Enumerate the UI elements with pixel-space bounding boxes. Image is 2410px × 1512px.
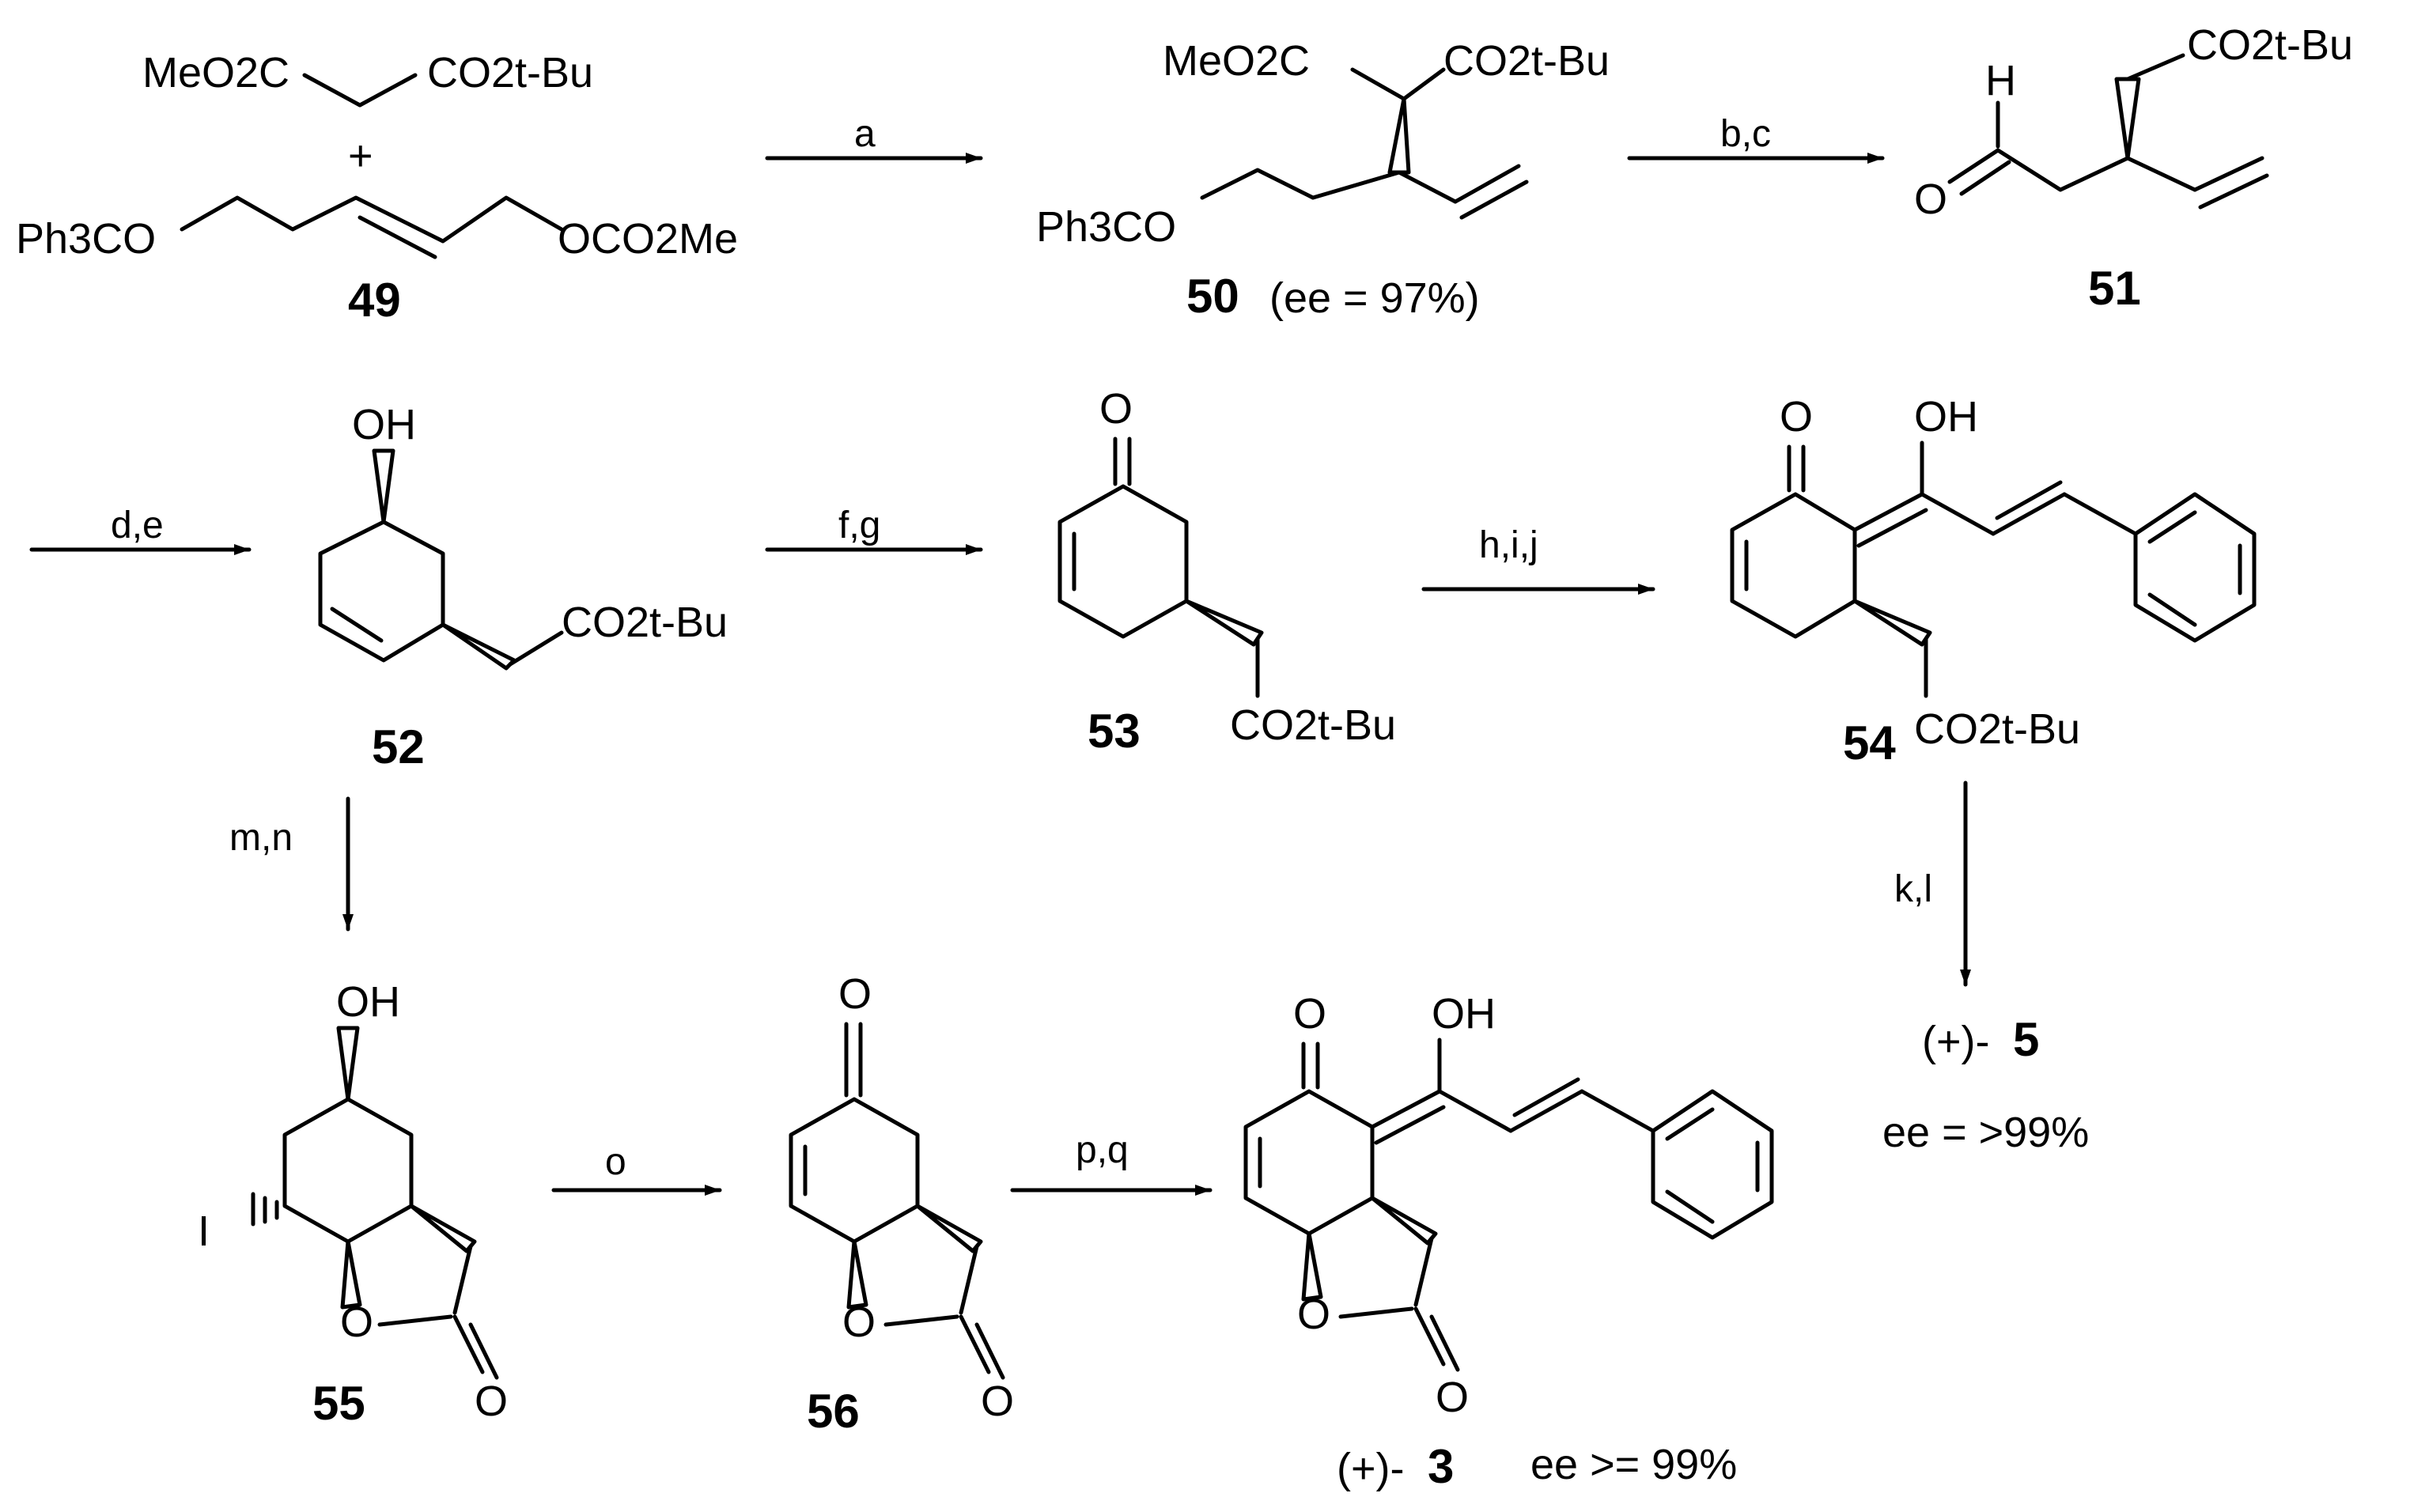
enol-oh-label: OH (1914, 393, 1978, 440)
product-3-prefix: (+)- (1337, 1445, 1404, 1492)
lactone-o-label: O (340, 1298, 373, 1346)
lactone-o-label: O (1297, 1291, 1330, 1338)
compound-number-55: 55 (312, 1377, 365, 1430)
ketone-o-label: O (1099, 385, 1133, 433)
malonate-right-group: CO2t-Bu (427, 49, 593, 96)
ester-label: CO2t-Bu (1230, 701, 1396, 749)
condition-fg: f,g (838, 505, 880, 546)
compound-number-54: 54 (1843, 716, 1896, 769)
ee-value-5: ee = >99% (1882, 1109, 2089, 1156)
condition-o: o (605, 1141, 626, 1183)
compound-number-49: 49 (348, 274, 401, 327)
compound-number-56: 56 (807, 1385, 860, 1438)
compound-3: O OH O O (+)- 3 ee >= 99% (1243, 990, 1774, 1493)
carbonyl-o-label: O (475, 1378, 508, 1425)
aldehyde-o-label: O (1914, 176, 1947, 223)
ester-right-label: CO2t-Bu (1443, 37, 1610, 85)
ee-value-3: ee >= 99% (1530, 1441, 1737, 1488)
carbonyl-o-label: O (981, 1378, 1014, 1425)
product-5: (+)- 5 ee = >99% (1882, 1013, 2089, 1156)
ester-label: CO2t-Bu (562, 599, 728, 646)
compound-number-50: 50 (1186, 270, 1239, 323)
condition-hij: h,i,j (1479, 524, 1538, 566)
ketone-o-label: O (838, 970, 872, 1018)
product-5-prefix: (+)- (1922, 1018, 1989, 1065)
trityl-ether-label: Ph3CO (16, 215, 156, 263)
ketone-o-label: O (1293, 990, 1326, 1038)
compound-49: MeO2C CO2t-Bu + Ph3CO OCO2Me 49 (16, 49, 738, 327)
compound-56: O O O 56 (789, 970, 1014, 1438)
compound-number-3: 3 (1428, 1440, 1454, 1493)
enol-oh-label: OH (1432, 990, 1496, 1038)
ester-label: CO2t-Bu (1914, 705, 2080, 753)
carbonate-label: OCO2Me (558, 215, 738, 263)
condition-mn: m,n (229, 817, 293, 859)
ester-label: CO2t-Bu (2187, 21, 2353, 69)
condition-a: a (854, 113, 876, 155)
lactone-o-label: O (842, 1298, 876, 1346)
ester-left-label: MeO2C (1163, 37, 1310, 85)
compound-number-52: 52 (372, 720, 425, 773)
compound-51: H O CO2t-Bu 51 (1914, 21, 2353, 315)
compound-50: MeO2C CO2t-Bu Ph3CO 50 (ee = 97%) (1036, 37, 1610, 323)
condition-bc: b,c (1720, 113, 1771, 155)
ee-value-50: (ee = 97%) (1269, 274, 1480, 322)
hydroxyl-label: OH (352, 401, 416, 448)
aldehyde-h-label: H (1985, 57, 2016, 104)
compound-55: OH I O O 55 (198, 978, 508, 1430)
condition-kl: k,l (1894, 868, 1932, 910)
compound-number-5: 5 (2013, 1013, 2039, 1066)
iodo-label: I (198, 1208, 210, 1255)
compound-52: OH CO2t-Bu 52 (318, 401, 728, 773)
condition-pq: p,q (1076, 1129, 1129, 1171)
trityl-ether-label: Ph3CO (1036, 203, 1176, 251)
condition-de: d,e (111, 505, 164, 546)
plus-sign: + (348, 132, 373, 180)
compound-53: O CO2t-Bu 53 (1057, 385, 1396, 758)
hydroxyl-label: OH (336, 978, 400, 1026)
compound-number-53: 53 (1088, 705, 1141, 758)
carbonyl-o-label: O (1436, 1374, 1469, 1421)
compound-number-51: 51 (2088, 262, 2141, 315)
ketone-o-label: O (1780, 393, 1813, 440)
malonate-left-group: MeO2C (142, 49, 289, 96)
compound-54: O OH CO2t-Bu 54 (1730, 393, 2257, 769)
